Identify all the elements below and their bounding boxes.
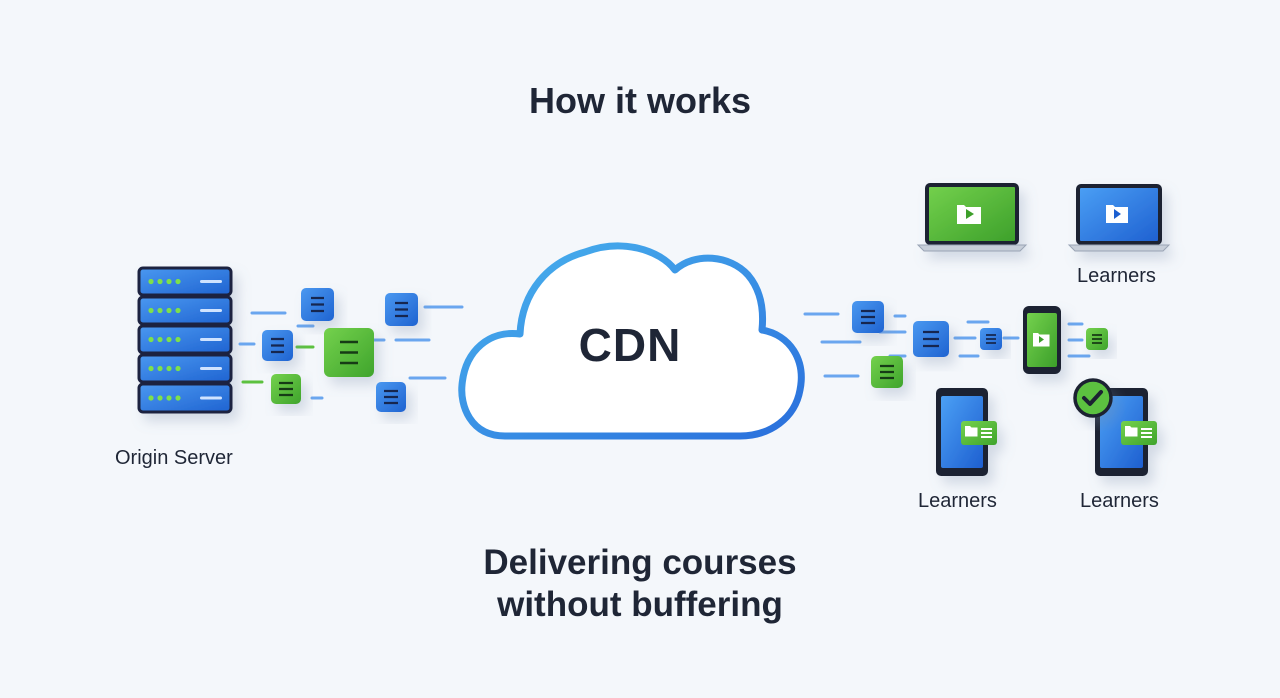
caption-line-1: Delivering courses	[483, 543, 797, 582]
server-unit	[137, 324, 233, 355]
checkmark-icon	[1073, 378, 1113, 418]
data-packet-icon	[324, 328, 374, 377]
server-unit	[137, 295, 233, 326]
learners-label-right-tablet: Learners	[1080, 490, 1159, 512]
origin-server-icon	[137, 266, 233, 414]
data-packet-icon	[301, 288, 334, 321]
server-unit	[137, 353, 233, 384]
cloud-icon	[458, 242, 805, 440]
origin-server-label: Origin Server	[115, 447, 233, 469]
data-packet-icon	[262, 330, 293, 361]
data-packet-icon	[376, 382, 406, 412]
data-packet-icon	[1086, 328, 1108, 350]
video-play-icon	[1106, 205, 1128, 223]
data-packet-icon	[385, 293, 418, 326]
cdn-label: CDN	[578, 319, 682, 371]
laptop-icon	[916, 183, 1028, 252]
server-unit	[137, 266, 233, 297]
data-packet-icon	[852, 301, 884, 333]
laptop-icon	[1067, 184, 1171, 252]
motion-dashes-left	[238, 305, 464, 400]
caption-line-2: without buffering	[497, 585, 783, 624]
data-packet-icon	[980, 328, 1002, 350]
data-packet-icon	[271, 374, 301, 404]
caption: Delivering courses without buffering	[0, 542, 1280, 626]
tablet-icon	[936, 388, 997, 476]
video-play-icon	[1033, 333, 1050, 347]
data-packet-icon	[871, 356, 903, 388]
learners-label-left-tablet: Learners	[918, 490, 997, 512]
phone-icon	[1023, 306, 1061, 374]
server-unit	[137, 382, 233, 414]
page-title: How it works	[528, 80, 752, 121]
data-packet-icon	[913, 321, 949, 357]
video-play-icon	[957, 205, 981, 224]
learners-label-laptops: Learners	[1077, 265, 1156, 287]
